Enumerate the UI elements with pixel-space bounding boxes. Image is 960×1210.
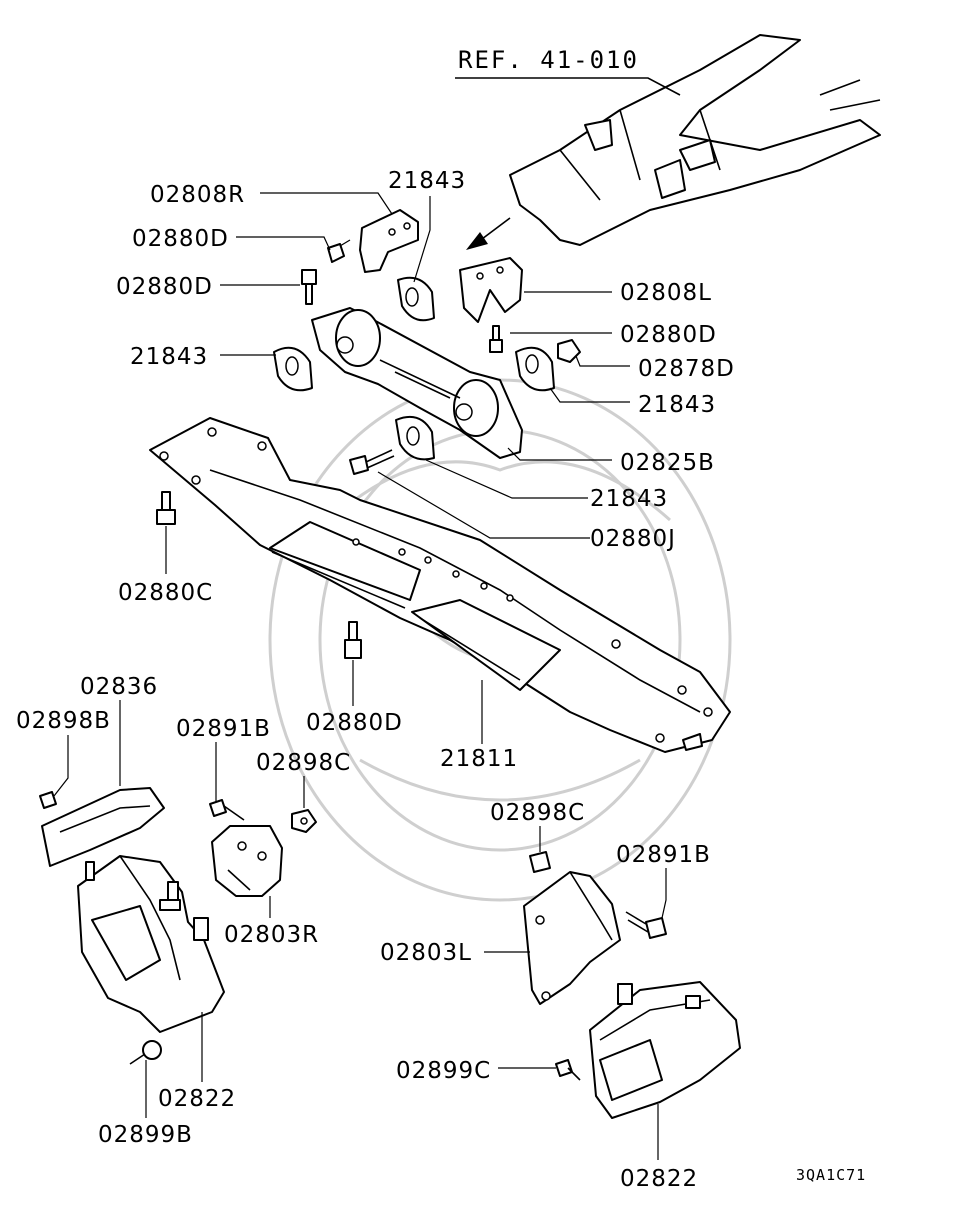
callout-02899c: 02899C [396, 1058, 491, 1084]
callout-02880d-d: 02880D [306, 710, 403, 736]
nut-02878d [557, 339, 581, 363]
leader-lines [53, 192, 667, 1160]
rear-insulator-02825b [311, 307, 523, 459]
washer-21843-right [515, 346, 555, 392]
bolt-02891b-right [625, 911, 667, 939]
callout-02880d-a: 02880D [132, 226, 229, 252]
callout-02878d: 02878D [638, 356, 735, 382]
callout-21811: 21811 [440, 746, 518, 772]
callout-21843-top: 21843 [388, 168, 466, 194]
bracket-02808l [459, 257, 523, 323]
bracket-02808r [359, 209, 419, 273]
bolt-02899b [129, 1040, 162, 1065]
nut-02898c-right [529, 851, 551, 873]
washer-21843-top [397, 276, 435, 322]
nut-02898b [39, 791, 57, 809]
callout-02803l: 02803L [380, 940, 472, 966]
callout-02899b: 02899B [98, 1122, 193, 1148]
washer-21843-mid [395, 416, 435, 461]
callout-02891b-right: 02891B [616, 842, 711, 868]
engine-mount-02822-right [589, 981, 741, 1119]
nut-02880d-a [327, 239, 351, 263]
callout-02836: 02836 [80, 674, 158, 700]
callout-02891b-left: 02891B [176, 716, 271, 742]
callout-02822-left: 02822 [158, 1086, 236, 1112]
bolt-02880c [156, 491, 176, 525]
callout-02808l: 02808L [620, 280, 712, 306]
reference-label: REF. 41-010 [458, 46, 639, 74]
direction-arrow [466, 217, 511, 250]
nut-02880d-c [489, 325, 503, 353]
callout-02880j: 02880J [590, 526, 676, 552]
bracket-02803r [211, 825, 283, 897]
cover-02836 [41, 787, 165, 867]
bolt-02899c [555, 1059, 581, 1081]
callout-02825b: 02825B [620, 450, 715, 476]
engine-mount-02822-left [77, 855, 225, 1033]
callout-02898c-left: 02898C [256, 750, 351, 776]
washer-21843-left [273, 346, 313, 392]
drawing-code: 3QA1C71 [796, 1166, 866, 1184]
callout-21843-mid: 21843 [590, 486, 668, 512]
callout-02808r: 02808R [150, 182, 245, 208]
bolt-02891b-left [209, 799, 245, 821]
callout-02880d-c: 02880D [620, 322, 717, 348]
callout-02822-right: 02822 [620, 1166, 698, 1192]
nut-02898c-left [291, 809, 317, 833]
chassis-frame-reference [509, 34, 881, 246]
reference-leader [455, 77, 681, 96]
bracket-02803l [523, 871, 621, 1005]
bolt-02880d-b [301, 269, 317, 305]
callout-02898b: 02898B [16, 708, 111, 734]
bolt-02880d-d [344, 621, 362, 659]
callout-02880d-b: 02880D [116, 274, 213, 300]
callout-02880c: 02880C [118, 580, 213, 606]
callout-02898c-right: 02898C [490, 800, 585, 826]
callout-21843-left: 21843 [130, 344, 208, 370]
bolt-02880j [349, 449, 395, 475]
callout-02803r: 02803R [224, 922, 319, 948]
callout-21843-right: 21843 [638, 392, 716, 418]
crossmember-21811 [149, 417, 731, 753]
